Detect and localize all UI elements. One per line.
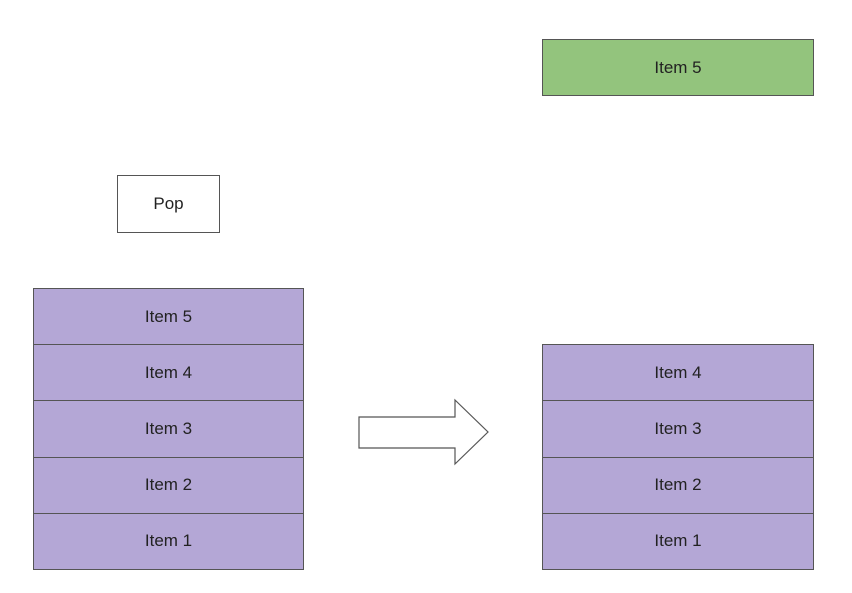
- stack-before: Item 5 Item 4 Item 3 Item 2 Item 1: [33, 288, 304, 570]
- stack-after-item-2: Item 2: [543, 456, 813, 513]
- stack-after: Item 4 Item 3 Item 2 Item 1: [542, 344, 814, 570]
- stack-after-item-3: Item 3: [543, 400, 813, 457]
- popped-item: Item 5: [542, 39, 814, 96]
- stack-before-item-5: Item 5: [34, 289, 303, 345]
- stack-after-item-4: Item 4: [543, 345, 813, 401]
- stack-before-item-1: Item 1: [34, 512, 303, 570]
- pop-operation-label: Pop: [117, 175, 220, 233]
- stack-before-item-3: Item 3: [34, 400, 303, 457]
- stack-before-item-4: Item 4: [34, 344, 303, 401]
- stack-after-item-1: Item 1: [543, 512, 813, 569]
- right-arrow-icon: [358, 398, 489, 466]
- stack-before-item-2: Item 2: [34, 456, 303, 513]
